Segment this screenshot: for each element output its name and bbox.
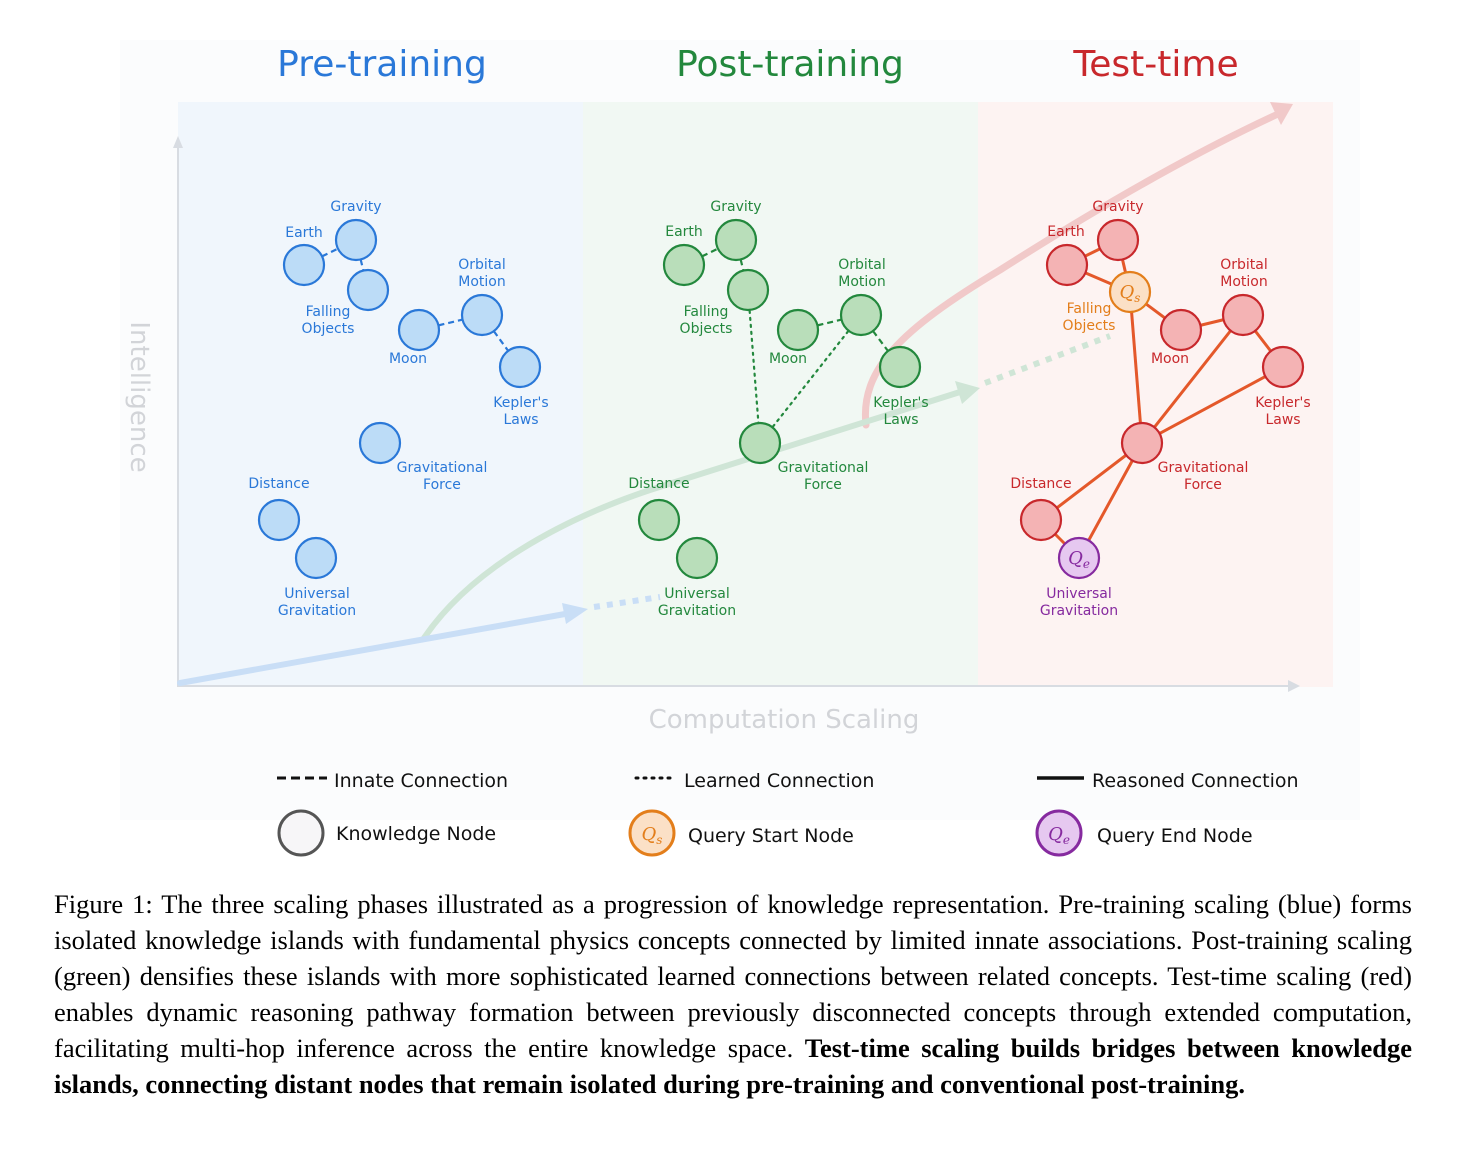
pretraining-arrowhead — [562, 603, 588, 624]
figure-caption: Figure 1: The three scaling phases illus… — [54, 886, 1412, 1102]
posttraining-label-gravity: Gravity — [710, 199, 761, 215]
legend-reasoned-label: Reasoned Connection — [1092, 770, 1299, 792]
posttraining-label-moon: Moon — [769, 351, 807, 367]
pretraining-node-orbital — [460, 293, 504, 337]
posttraining-node-kepler — [878, 345, 922, 389]
pretraining-node-gravity — [334, 218, 378, 262]
testtime-edge-kepler-grav-force — [1141, 365, 1284, 445]
y-axis-arrowhead — [173, 136, 183, 148]
legend-query-end-label: Query End Node — [1097, 825, 1253, 847]
testtime-label-earth: Earth — [1047, 224, 1085, 240]
posttraining-arrowhead — [955, 381, 980, 404]
posttraining-extension — [983, 333, 1112, 386]
testtime-node-distance — [1019, 498, 1063, 542]
pretraining-label-moon: Moon — [389, 351, 427, 367]
pretraining-node-grav-force — [358, 421, 402, 465]
caption-text: Figure 1: The three scaling phases illus… — [54, 889, 1412, 1063]
pretraining-node-moon — [397, 308, 441, 352]
figure-canvas: Intelligence Computation Scaling Pre-tra… — [124, 44, 1333, 857]
posttraining-node-moon — [776, 308, 820, 352]
testtime-node-grav-force — [1120, 421, 1164, 465]
pretraining-label-distance: Distance — [248, 476, 309, 492]
posttraining-node-gravity — [714, 218, 758, 262]
testtime-edge-falling-grav-force — [1128, 291, 1144, 444]
legend-learned-label: Learned Connection — [684, 770, 874, 792]
posttraining-edge-orbital-grav-force — [758, 313, 863, 445]
caption-bold-text: Test-time scaling builds bridges between… — [54, 1033, 1412, 1099]
posttraining-region — [583, 102, 978, 687]
legend-query-end-swatch — [1035, 809, 1083, 857]
pretraining-node-earth — [282, 243, 326, 287]
posttraining-trajectory — [421, 389, 963, 641]
legend-knowledge-node-label: Knowledge Node — [336, 823, 496, 845]
testtime-node-falling — [1108, 270, 1152, 314]
posttraining-edge-falling-grav-force — [746, 288, 762, 445]
testtime-node-moon — [1159, 308, 1203, 352]
pretraining-label-earth: Earth — [285, 225, 323, 241]
posttraining-label-earth: Earth — [665, 224, 703, 240]
pretraining-node-distance — [257, 498, 301, 542]
posttraining-node-universal — [675, 536, 719, 580]
testtime-node-gravity — [1096, 218, 1140, 262]
testtime-node-kepler — [1261, 345, 1305, 389]
testtime-node-orbital — [1221, 293, 1265, 337]
pretraining-label-gravity: Gravity — [330, 199, 381, 215]
pretraining-extension — [593, 594, 661, 610]
posttraining-node-falling — [726, 268, 770, 312]
testtime-edge-grav-force-distance — [1040, 441, 1143, 522]
testtime-edge-orbital-grav-force — [1140, 314, 1245, 444]
x-axis-label: Computation Scaling — [649, 705, 920, 735]
posttraining-label-distance: Distance — [628, 476, 689, 492]
legend-innate-label: Innate Connection — [334, 770, 508, 792]
scaling-trajectories — [177, 102, 1293, 686]
x-axis-arrowhead — [1288, 680, 1300, 692]
testtime-edge-grav-force-universal — [1077, 442, 1144, 559]
pretraining-trajectory — [177, 611, 568, 686]
testtime-label-gravity: Gravity — [1092, 199, 1143, 215]
legend-query-start-label: Query Start Node — [688, 825, 854, 847]
posttraining-node-distance — [637, 498, 681, 542]
phase-title-posttraining: Post-training — [676, 44, 904, 85]
testtime-trajectory — [861, 110, 1282, 429]
testtime-label-distance: Distance — [1010, 476, 1071, 492]
testtime-node-earth — [1045, 243, 1089, 287]
y-axis-label: Intelligence — [124, 321, 154, 472]
testtime-node-universal — [1057, 536, 1101, 580]
pretraining-node-falling — [346, 268, 390, 312]
testtime-arrowhead — [1270, 102, 1293, 125]
posttraining-node-earth — [662, 243, 706, 287]
pretraining-node-kepler — [498, 345, 542, 389]
pretraining-node-universal — [294, 536, 338, 580]
posttraining-node-orbital — [839, 293, 883, 337]
legend-knowledge-node-swatch — [277, 809, 325, 857]
testtime-region — [978, 102, 1333, 687]
phase-title-testtime: Test-time — [1072, 44, 1238, 85]
scaling-figure: Intelligence Computation Scaling Pre-tra… — [124, 44, 1333, 857]
legend: Innate Connection Learned Connection Rea… — [277, 770, 1299, 857]
legend-query-start-swatch — [628, 809, 676, 857]
pretraining-region — [178, 102, 583, 687]
phase-title-pretraining: Pre-training — [277, 44, 487, 85]
posttraining-node-grav-force — [738, 421, 782, 465]
testtime-label-moon: Moon — [1151, 351, 1189, 367]
